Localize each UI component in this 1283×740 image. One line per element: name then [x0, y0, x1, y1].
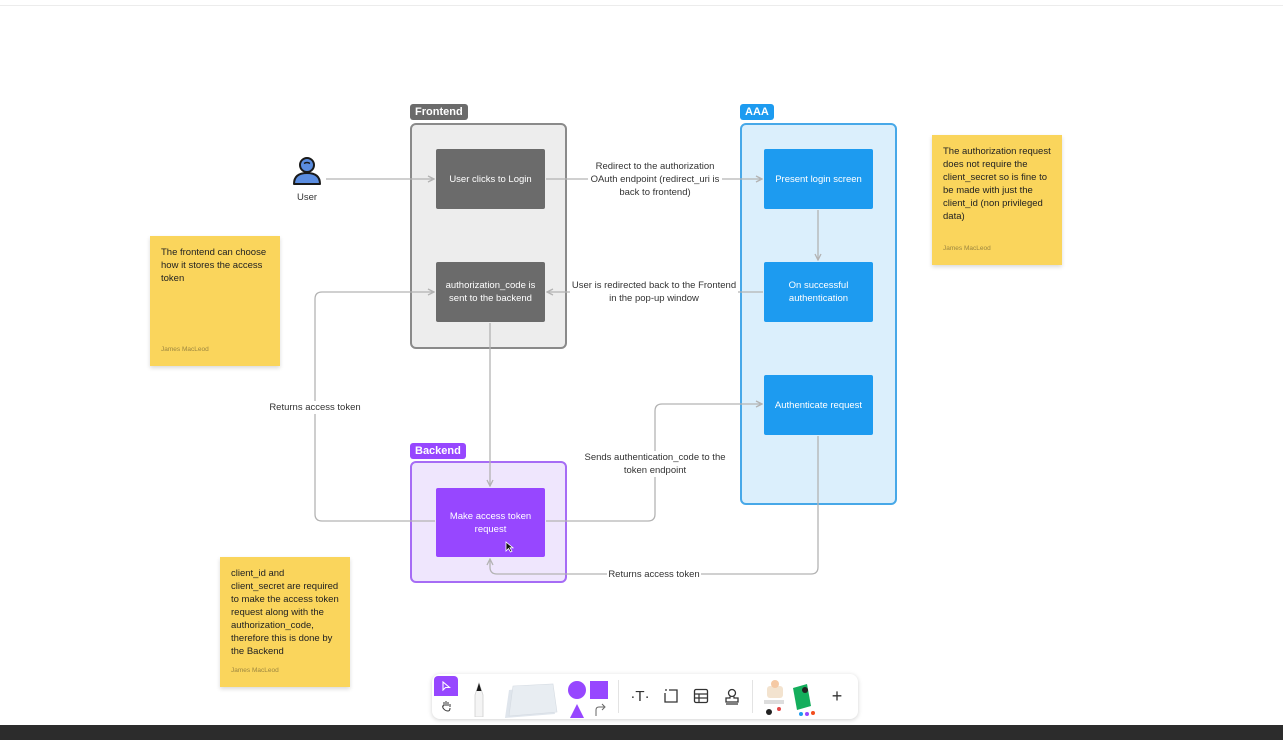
sticky-note-author: James MacLeod	[161, 346, 209, 353]
sticky-note-author: James MacLeod	[943, 245, 991, 252]
user-icon	[293, 157, 321, 185]
stamp-icon	[725, 688, 739, 705]
widgets-tool-button[interactable]	[760, 677, 822, 719]
toolbar-divider	[752, 680, 753, 713]
text-tool-button[interactable]: ·T·	[626, 685, 654, 707]
aaa-section-label: AAA	[740, 104, 774, 120]
sticky-note-text: The authorization request does not requi…	[943, 146, 1051, 222]
user-label: User	[296, 192, 318, 203]
sticky-note-text: The frontend can choose how it stores th…	[161, 247, 267, 284]
select-tool-button[interactable]	[434, 676, 458, 696]
edge-label-redirected-back: User is redirected back to the Frontend …	[570, 279, 738, 305]
node-present-login[interactable]: Present login screen	[764, 149, 873, 209]
table-tool-button[interactable]	[689, 685, 713, 707]
node-auth-code-sent[interactable]: authorization_code is sent to the backen…	[436, 262, 545, 322]
sticky-note-client-secret[interactable]: client_id and client_secret are required…	[220, 557, 350, 687]
pen-icon	[474, 681, 484, 717]
plus-icon: +	[831, 685, 843, 706]
frontend-section-label: Frontend	[410, 104, 468, 120]
node-authenticate-request[interactable]: Authenticate request	[764, 375, 873, 435]
text-tool-icon: ·T·	[630, 687, 650, 705]
sticky-note-author: James MacLeod	[231, 667, 279, 674]
node-user-clicks-login[interactable]: User clicks to Login	[436, 149, 545, 209]
sticky-note-auth-request[interactable]: The authorization request does not requi…	[932, 135, 1062, 265]
shapes-icon	[568, 681, 608, 718]
edge-label-returns-token-left: Returns access token	[268, 401, 362, 414]
bottom-toolbar: ·T· +	[432, 674, 858, 719]
cursor-arrow-icon	[441, 681, 451, 691]
node-make-token-request[interactable]: Make access token request	[436, 488, 545, 557]
sticky-note-stack-icon	[505, 683, 558, 718]
stamp-tool-button[interactable]	[720, 685, 744, 707]
user-actor[interactable]: User	[290, 155, 324, 203]
section-tool-button[interactable]	[659, 685, 683, 707]
hand-tool-button[interactable]	[434, 696, 458, 716]
sticky-note-frontend-storage[interactable]: The frontend can choose how it stores th…	[150, 236, 280, 366]
sticky-note-text: client_id and client_secret are required…	[231, 568, 339, 657]
window-bottom-bar	[0, 725, 1283, 740]
edge-label-returns-token-bottom: Returns access token	[607, 568, 701, 581]
hand-icon	[441, 701, 450, 712]
mouse-cursor-icon	[505, 541, 514, 553]
top-divider	[0, 5, 1283, 6]
edge-label-redirect: Redirect to the authorization OAuth endp…	[588, 160, 722, 199]
shape-tool-button[interactable]	[566, 678, 612, 718]
edge-label-sends-auth-code: Sends authentication_code to the token e…	[582, 451, 728, 477]
pen-tool-button[interactable]	[468, 678, 490, 718]
sticky-note-tool-button[interactable]	[500, 680, 560, 718]
toolbar-divider	[618, 680, 619, 713]
whiteboard-canvas[interactable]: Frontend AAA Backend User Us	[0, 0, 1283, 725]
backend-section-label: Backend	[410, 443, 466, 459]
section-frame-icon	[664, 689, 678, 703]
widgets-stickers-icon	[764, 680, 815, 716]
node-on-success[interactable]: On successful authentication	[764, 262, 873, 322]
more-tools-button[interactable]: +	[825, 685, 849, 707]
table-icon	[693, 688, 709, 704]
